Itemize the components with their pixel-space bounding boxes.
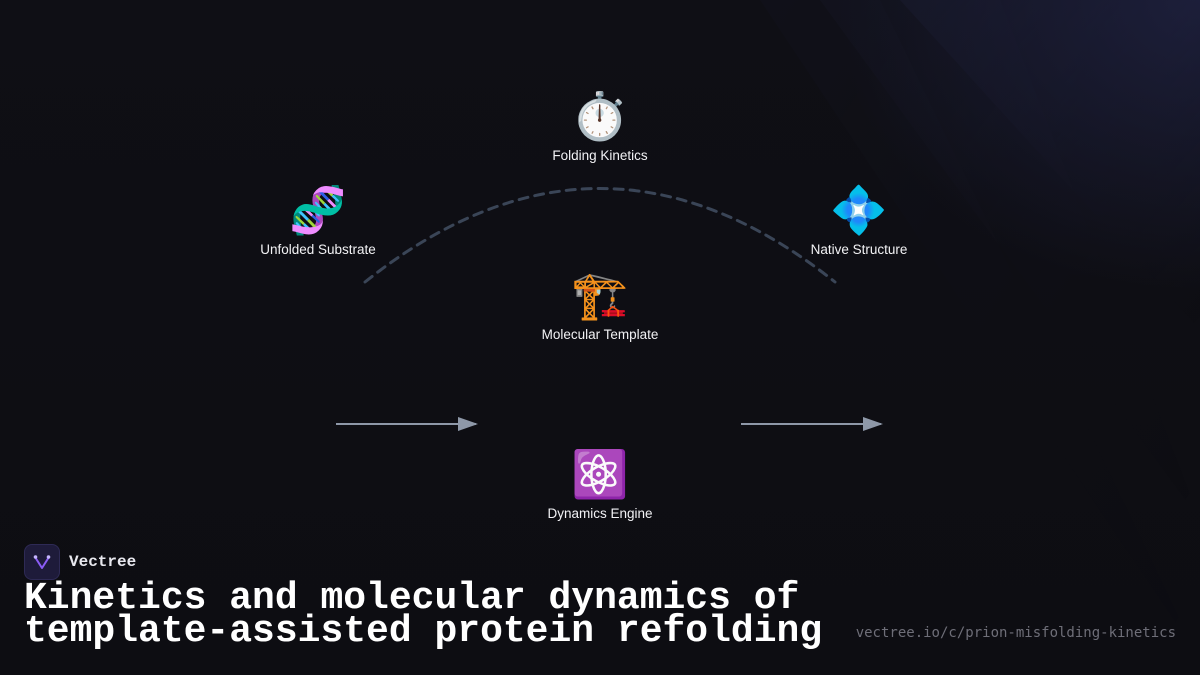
- brand: Vectree: [24, 544, 136, 580]
- crane-icon: 🏗️: [571, 268, 629, 322]
- brand-name: Vectree: [69, 553, 137, 571]
- node-folding-kinetics: ⏱️ Folding Kinetics: [510, 88, 690, 163]
- node-native-structure: 💠 Native Structure: [769, 182, 949, 257]
- page-url: vectree.io/c/prion-misfolding-kinetics: [855, 625, 1176, 641]
- page-title: Kinetics and molecular dynamics of templ…: [24, 577, 823, 653]
- node-label: Unfolded Substrate: [260, 242, 376, 257]
- node-label: Molecular Template: [541, 327, 659, 342]
- dashed-arc-connector: [363, 187, 837, 284]
- node-label: Folding Kinetics: [552, 148, 648, 163]
- stopwatch-icon: ⏱️: [571, 89, 629, 143]
- node-unfolded-substrate: 🧬 Unfolded Substrate: [228, 182, 408, 257]
- node-label: Dynamics Engine: [547, 506, 653, 521]
- vectree-logo-icon: [24, 544, 60, 580]
- node-molecular-template: 🏗️ Molecular Template: [510, 267, 690, 342]
- node-label: Native Structure: [810, 242, 908, 257]
- diamond-icon: 💠: [830, 183, 888, 237]
- atom-icon: ⚛️: [571, 447, 629, 501]
- dna-icon: 🧬: [289, 183, 347, 237]
- node-dynamics-engine: ⚛️ Dynamics Engine: [510, 446, 690, 521]
